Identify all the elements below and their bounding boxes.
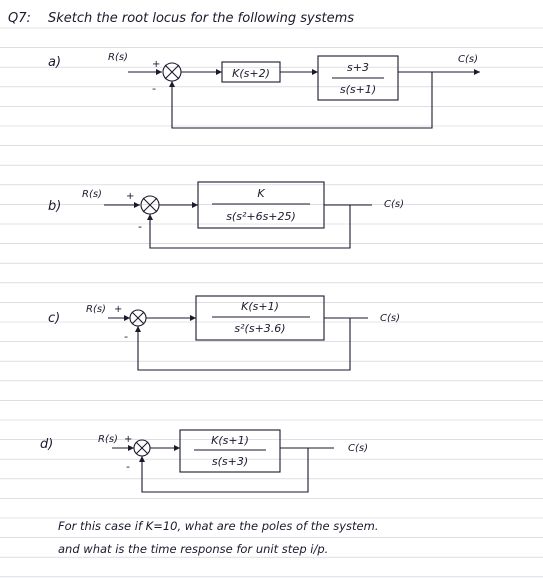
plant-denominator: s(s²+6s+25)	[226, 210, 296, 223]
feedback-path	[171, 72, 433, 129]
summing-plus: +	[124, 434, 132, 445]
system-b-diagram: b) R(s) + - K s(s²+6s+25) C(s)	[48, 181, 404, 249]
arrowhead	[216, 69, 222, 75]
arrowhead	[134, 202, 140, 208]
arrowhead	[312, 69, 318, 75]
plant-numerator: s+3	[347, 61, 369, 74]
system-a-diagram: a) R(s) + - K(s+2) s+3 s(s+1) C(s)	[48, 52, 480, 129]
junction-cross	[142, 197, 158, 213]
summing-minus: -	[126, 460, 130, 473]
summing-minus: -	[152, 82, 156, 95]
plant-numerator: K	[257, 187, 265, 200]
system-label: b)	[48, 199, 61, 214]
output-label: C(s)	[348, 443, 368, 454]
footer-question-line2: and what is the time response for unit s…	[58, 542, 328, 556]
input-label: R(s)	[82, 189, 102, 200]
input-label: R(s)	[98, 434, 118, 445]
output-label: C(s)	[384, 199, 404, 210]
system-c-diagram: c) R(s) + - K(s+1) s²(s+3.6) C(s)	[48, 295, 400, 371]
feedback-path	[149, 205, 351, 249]
arrowhead	[135, 326, 141, 332]
input-label: R(s)	[86, 304, 106, 315]
feedback-path	[141, 448, 309, 493]
output-label: C(s)	[458, 54, 478, 65]
ruled-lines	[0, 27, 543, 578]
summing-plus: +	[126, 191, 134, 202]
arrowhead	[174, 445, 180, 451]
arrowhead	[190, 315, 196, 321]
question-number: Q7:	[8, 11, 31, 26]
arrowhead	[156, 69, 162, 75]
plant-denominator: s²(s+3.6)	[234, 322, 285, 335]
arrowhead	[192, 202, 198, 208]
controller-tf: K(s+2)	[232, 67, 270, 80]
footer-question-line1: For this case if K=10, what are the pole…	[58, 519, 378, 533]
arrowhead	[124, 315, 130, 321]
system-label: d)	[40, 437, 53, 452]
plant-numerator: K(s+1)	[211, 434, 249, 447]
system-d-diagram: d) R(s) + - K(s+1) s(s+3) C(s)	[40, 429, 368, 493]
plant-block	[317, 55, 399, 101]
arrowhead	[139, 456, 145, 462]
arrowhead	[128, 445, 134, 451]
junction-cross	[131, 311, 145, 325]
arrowhead	[147, 214, 153, 220]
plant-numerator: K(s+1)	[241, 300, 279, 313]
system-label: a)	[48, 55, 61, 70]
summing-plus: +	[152, 59, 160, 70]
feedback-path	[137, 318, 351, 371]
output-label: C(s)	[380, 313, 400, 324]
summing-minus: -	[124, 330, 128, 343]
plant-denominator: s(s+3)	[212, 455, 248, 468]
plant-denominator: s(s+1)	[340, 83, 376, 96]
arrowhead	[474, 69, 480, 75]
plant-block	[179, 429, 281, 473]
junction-cross	[164, 64, 180, 80]
junction-cross	[135, 441, 149, 455]
arrowhead	[169, 81, 175, 87]
system-label: c)	[48, 311, 60, 326]
summing-minus: -	[138, 220, 142, 233]
summing-plus: +	[114, 304, 122, 315]
input-label: R(s)	[108, 52, 128, 63]
question-heading: Sketch the root locus for the following …	[48, 11, 354, 26]
